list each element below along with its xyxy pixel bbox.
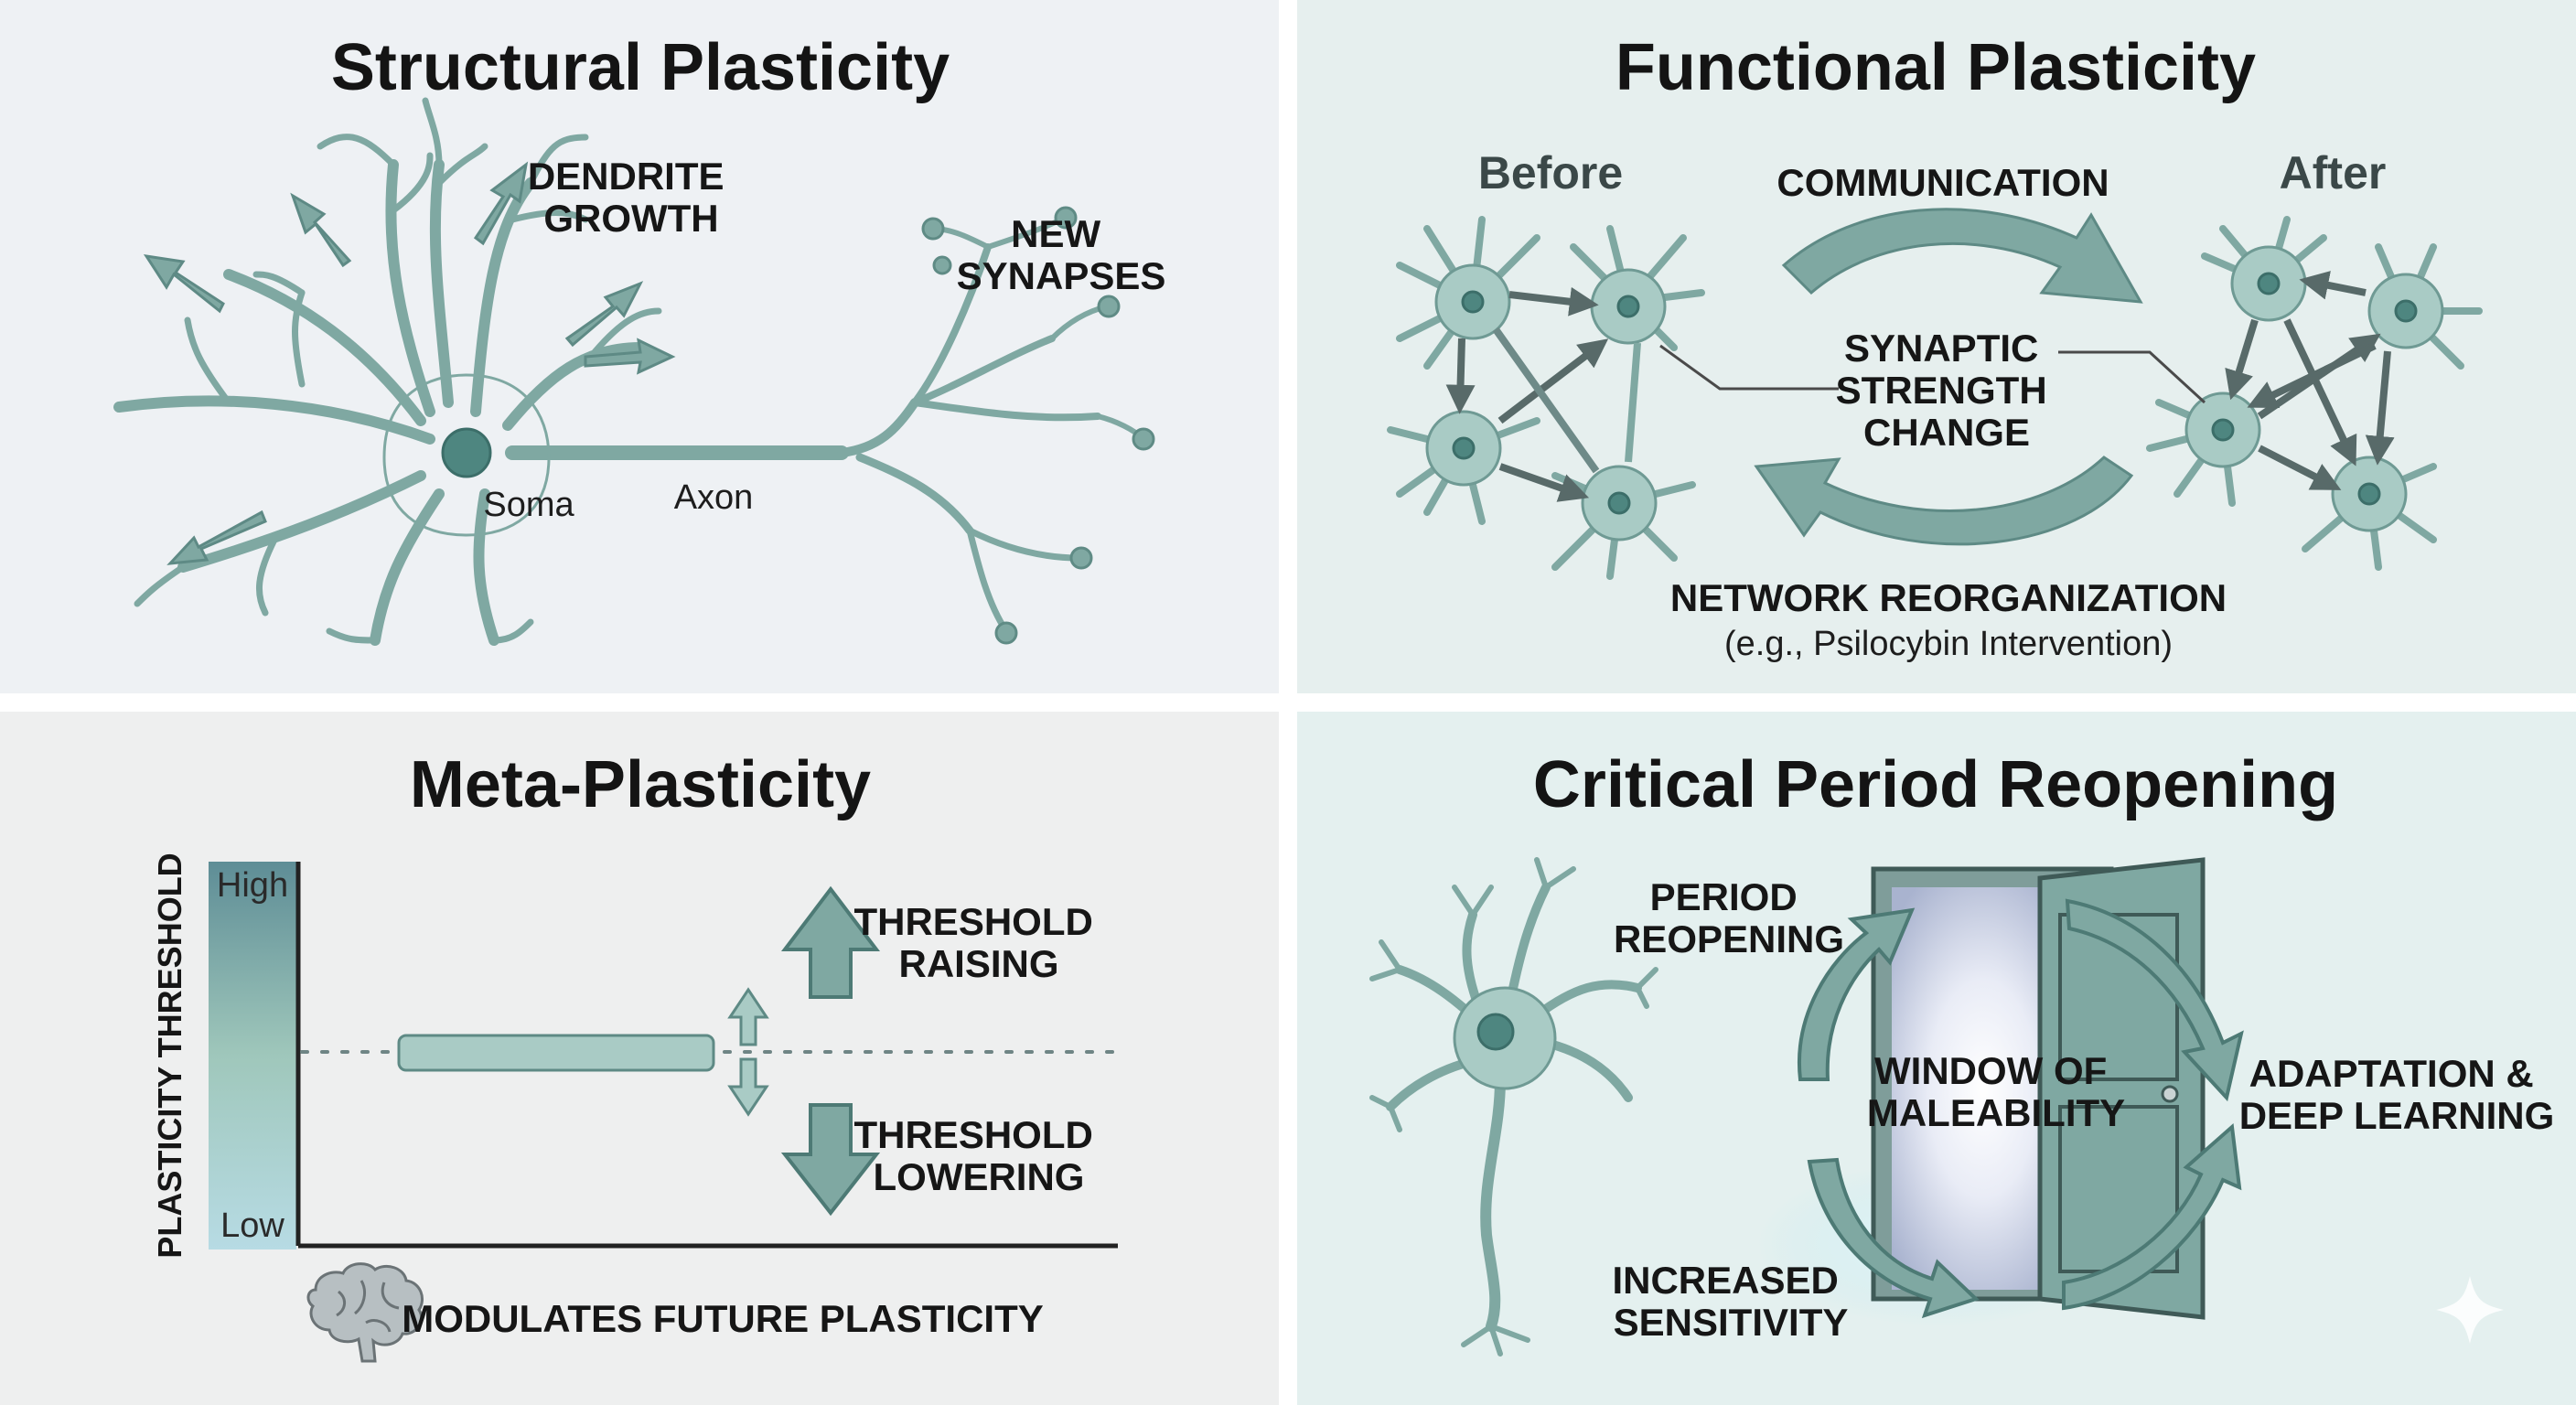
- dendrite-growth-arrows: [143, 161, 676, 565]
- callout-lines: [1659, 344, 2206, 404]
- before-network: [1387, 216, 1705, 580]
- structural-neuron: [113, 97, 1155, 646]
- label-increased-sensitivity: INCREASED SENSITIVITY: [1612, 1259, 1849, 1344]
- brain-icon: [306, 1262, 424, 1363]
- communication-arrow: [1781, 208, 2143, 304]
- label-window-of-maleability: WINDOW OF MALEABILITY: [1867, 1049, 2125, 1134]
- panel-meta-plasticity: Meta-Plasticity High Low PLASTICITY THRE…: [0, 712, 1279, 1405]
- sparkle-icon: [2436, 1276, 2504, 1344]
- reorganization-arrow: [1754, 456, 2134, 546]
- label-before: Before: [1478, 147, 1623, 198]
- label-axon: Axon: [674, 478, 754, 517]
- label-high: High: [217, 866, 288, 905]
- label-adaptation-deep-learning: ADAPTATION & DEEP LEARNING: [2239, 1052, 2555, 1137]
- y-axis-label: PLASTICITY THRESHOLD: [151, 853, 188, 1258]
- door-icon: [1756, 857, 2206, 1326]
- label-communication: COMMUNICATION: [1776, 161, 2109, 204]
- threshold-lowering-arrow-icon: [780, 1103, 881, 1217]
- label-threshold-raising: THRESHOLD RAISING: [853, 900, 1103, 985]
- label-period-reopening: PERIOD REOPENING: [1614, 875, 1844, 960]
- critical-neuron: [1369, 857, 1658, 1357]
- panel-title: Meta-Plasticity: [410, 748, 871, 821]
- panel-critical-period-reopening: Critical Period Reopening: [1297, 712, 2576, 1405]
- cycle-arrows: [1798, 898, 2244, 1319]
- threshold-raising-arrow-icon: [780, 885, 881, 999]
- threshold-scale-bar: [209, 862, 296, 1249]
- label-threshold-lowering: THRESHOLD LOWERING: [853, 1113, 1103, 1198]
- panel-title: Functional Plasticity: [1615, 31, 2256, 104]
- after-network: [2146, 216, 2483, 571]
- label-after: After: [2280, 147, 2387, 198]
- label-low: Low: [220, 1207, 284, 1245]
- label-new-synapses: NEW SYNAPSES: [957, 212, 1166, 297]
- label-network-reorganization: NETWORK REORGANIZATION: [1670, 576, 2227, 619]
- label-synaptic-strength-change: SYNAPTIC STRENGTH CHANGE: [1836, 327, 2058, 454]
- label-dendrite-growth: DENDRITE GROWTH: [528, 155, 735, 240]
- label-example-intervention: (e.g., Psilocybin Intervention): [1724, 625, 2173, 663]
- panel-title: Critical Period Reopening: [1533, 748, 2338, 821]
- label-soma: Soma: [483, 486, 574, 524]
- label-modulates-future-plasticity: MODULATES FUTURE PLASTICITY: [402, 1297, 1044, 1340]
- threshold-level-bar: [397, 1034, 715, 1072]
- panel-structural-plasticity: Structural Plasticity: [0, 0, 1279, 693]
- panel-title: Structural Plasticity: [331, 31, 950, 104]
- double-arrow-icon: [727, 987, 769, 1117]
- panel-functional-plasticity: Functional Plasticity Before After COMMU…: [1297, 0, 2576, 693]
